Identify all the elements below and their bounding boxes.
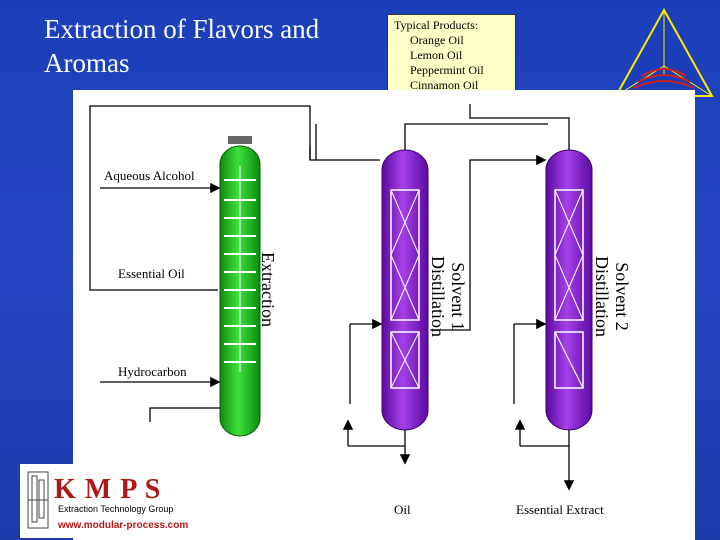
kmps-url: www.modular-process.com	[58, 520, 189, 531]
solvent2-line1: Solvent 2	[612, 262, 632, 331]
product-item: Orange Oil	[410, 33, 464, 47]
label-solvent2-column: Solvent 2 Distillation	[592, 256, 632, 337]
solvent1-line2: Distillation	[428, 256, 448, 337]
solvent2-column	[545, 149, 593, 431]
label-solvent1-column: Solvent 1 Distillation	[428, 256, 468, 337]
extraction-column	[219, 136, 261, 437]
solvent1-line1: Solvent 1	[448, 262, 468, 331]
label-hydrocarbon: Hydrocarbon	[118, 364, 187, 379]
typical-products-box: Typical Products: Orange Oil Lemon Oil P…	[387, 14, 516, 98]
label-oil: Oil	[394, 502, 411, 517]
kmps-subtitle: Extraction Technology Group	[58, 504, 174, 514]
solvent1-column	[381, 149, 429, 431]
kmps-logo-block: K M P S Extraction Technology Group www.…	[20, 464, 220, 538]
extraction-text: Extraction	[258, 252, 278, 327]
flow-lines	[89, 104, 575, 491]
product-item: Peppermint Oil	[410, 63, 484, 77]
label-essential-oil: Essential Oil	[118, 266, 185, 281]
product-item: Cinnamon Oil	[410, 78, 479, 92]
kmps-brand: K M P S	[54, 474, 162, 505]
solvent2-line2: Distillation	[592, 256, 612, 337]
products-header: Typical Products:	[394, 18, 479, 32]
slide-title: Extraction of Flavors and Aromas	[44, 14, 320, 78]
product-item: Lemon Oil	[410, 48, 463, 62]
label-essential-extract: Essential Extract	[516, 502, 604, 517]
label-aqueous-alcohol: Aqueous Alcohol	[104, 168, 195, 183]
kmps-equipment-icon	[27, 471, 49, 529]
label-extraction-column: Extraction	[258, 252, 278, 327]
